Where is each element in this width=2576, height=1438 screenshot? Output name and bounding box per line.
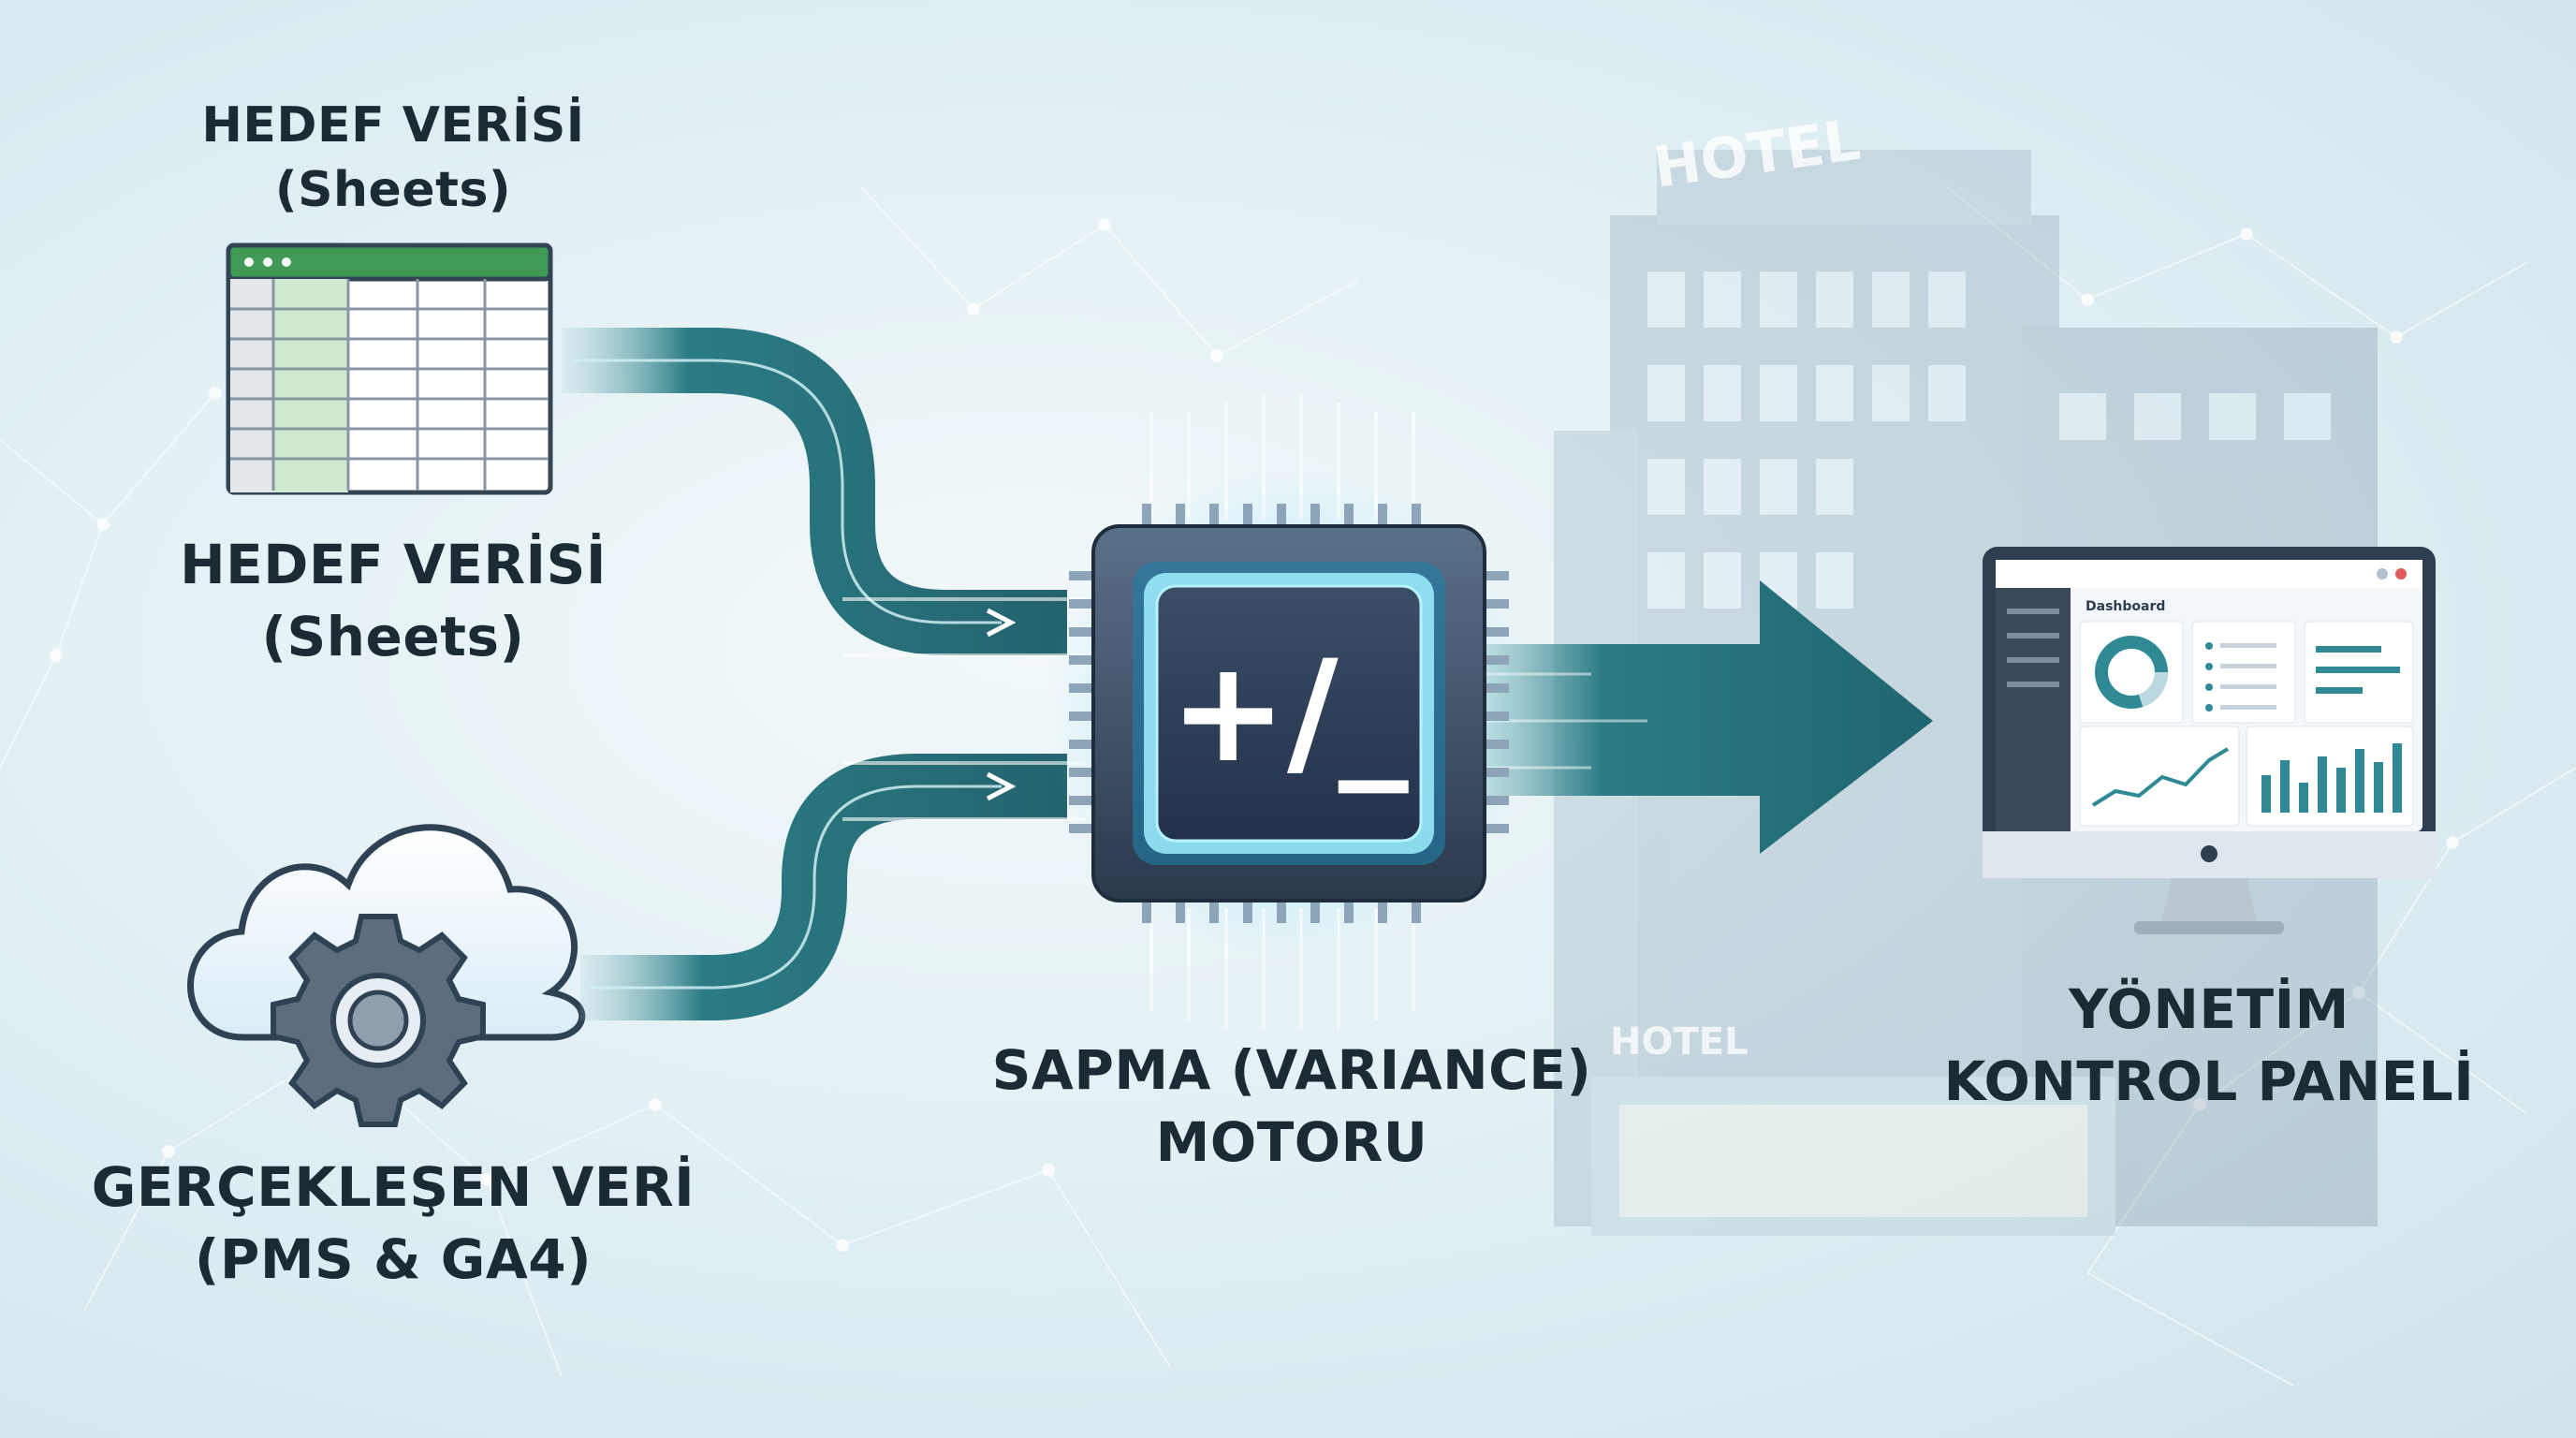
engine-label: SAPMA (VARIANCE) MOTORU bbox=[955, 1034, 1629, 1178]
input-flows bbox=[562, 328, 1086, 1020]
source-label-top: HEDEF VERİSİ (Sheets) bbox=[150, 94, 637, 222]
source-label-bottom-line1: GERÇEKLEŞEN VERİ bbox=[91, 1155, 695, 1219]
variance-symbol: +/_ bbox=[1169, 631, 1408, 794]
cloud-gear-icon bbox=[187, 824, 586, 1127]
source-label-mid-line2: (Sheets) bbox=[261, 604, 525, 668]
engine-label-line1: SAPMA (VARIANCE) bbox=[991, 1038, 1592, 1102]
variance-engine-chip bbox=[1046, 393, 1532, 1030]
source-label-mid: HEDEF VERİSİ (Sheets) bbox=[150, 529, 637, 672]
dashboard-monitor bbox=[1983, 547, 2436, 934]
source-label-top-line1: HEDEF VERİSİ bbox=[201, 97, 585, 154]
source-label-top-line2: (Sheets) bbox=[274, 161, 512, 218]
dashboard-title: Dashboard bbox=[2086, 599, 2165, 614]
hotel-sign-bottom: HOTEL bbox=[1610, 1020, 1749, 1064]
output-label-line1: YÖNETİM bbox=[2069, 977, 2349, 1041]
source-label-bottom: GERÇEKLEŞEN VERİ (PMS & GA4) bbox=[56, 1152, 730, 1295]
engine-label-line2: MOTORU bbox=[1155, 1109, 1428, 1174]
output-label: YÖNETİM KONTROL PANELİ bbox=[1910, 974, 2509, 1117]
source-label-bottom-line2: (PMS & GA4) bbox=[194, 1226, 593, 1291]
spreadsheet-icon bbox=[226, 242, 553, 495]
output-label-line2: KONTROL PANELİ bbox=[1943, 1049, 2475, 1113]
source-label-mid-line1: HEDEF VERİSİ bbox=[180, 533, 607, 596]
